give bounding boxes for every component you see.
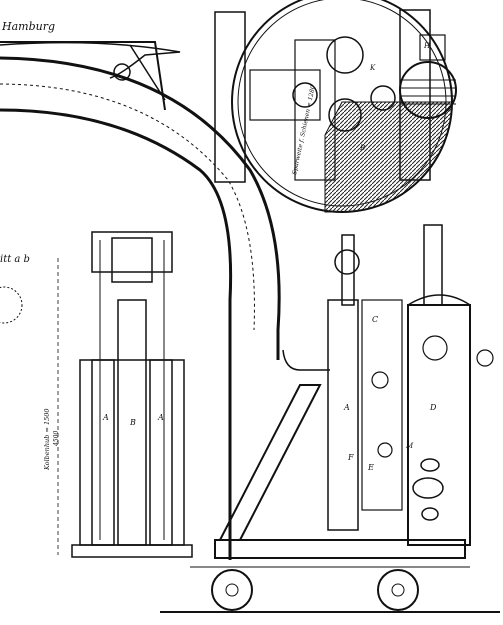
- title-fragment: Hamburg: [1, 20, 55, 33]
- part-label: A: [157, 413, 164, 422]
- part-label: B: [129, 418, 136, 427]
- part-label: E: [367, 463, 374, 472]
- steam-pump: [282, 234, 403, 531]
- section-marker: itt a b: [0, 254, 30, 265]
- crane-jib-arch: [0, 41, 281, 560]
- part-label: M: [405, 442, 414, 450]
- truck-wheel-left: [211, 569, 253, 611]
- part-label: K: [369, 64, 376, 72]
- dimension-vertical-label-2: 4500: [53, 431, 60, 447]
- part-label: A: [343, 403, 350, 412]
- dimension-vertical-label: Kolbenhub = 1500: [43, 408, 51, 471]
- part-label: C: [372, 315, 378, 324]
- part-label: D: [429, 403, 437, 412]
- part-label: A: [102, 413, 109, 422]
- part-label: B: [359, 144, 365, 152]
- jib-sheave: [113, 63, 131, 81]
- part-label: F: [347, 453, 354, 462]
- hydraulic-column: [71, 231, 193, 558]
- part-labels: A B A A C D E F K H M B: [102, 42, 437, 472]
- boiler-assembly: [407, 224, 494, 546]
- part-label: H: [423, 42, 431, 50]
- turntable-detail: [214, 0, 457, 213]
- truck-wheel-right: [377, 569, 419, 611]
- truck-frame: [160, 384, 500, 613]
